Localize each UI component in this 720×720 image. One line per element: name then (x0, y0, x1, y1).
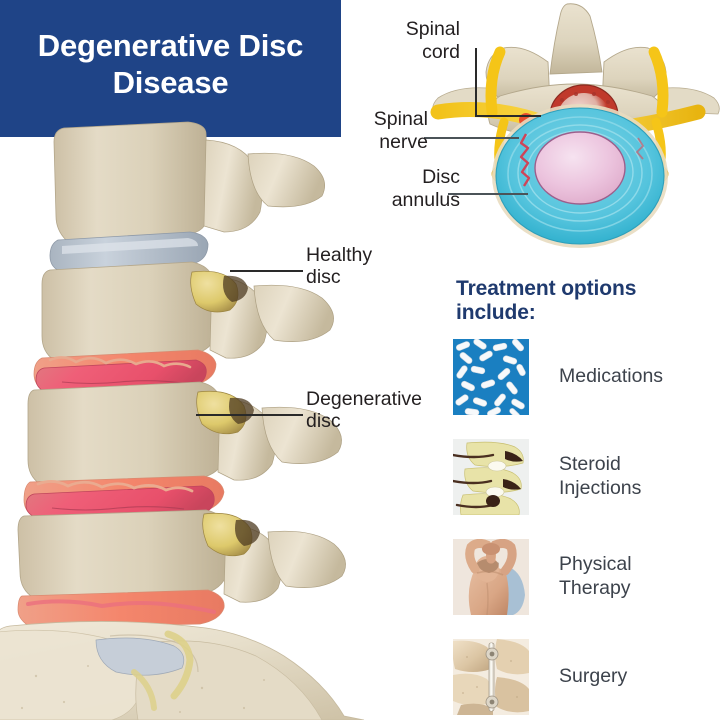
label-degenerative-disc: Degenerative disc (306, 388, 422, 433)
treatment-option-medications[interactable]: Medications (453, 327, 718, 427)
leader-line-healthy-disc (230, 270, 303, 272)
label-spinal-cord: Spinal cord (405, 18, 460, 63)
degenerative-disc-structure-3 (17, 589, 225, 629)
treatment-option-steroid-injections[interactable]: Steroid Injections (453, 427, 718, 527)
leader-line-spinal-cord-horizontal (475, 115, 541, 117)
degenerative-disc-structure-1 (33, 349, 217, 395)
vertebra-l3 (27, 381, 342, 485)
leader-line-degenerative-disc (196, 414, 303, 416)
pills-thumbnail (453, 339, 529, 415)
treatment-option-physical-therapy[interactable]: Physical Therapy (453, 527, 718, 627)
stretching-person-thumbnail (453, 539, 529, 615)
leader-line-disc-annulus (448, 193, 528, 195)
label-healthy-disc: Healthy disc (306, 244, 373, 289)
title-banner: Degenerative Disc Disease (0, 0, 341, 137)
treatment-label-medications: Medications (559, 365, 664, 388)
spine-injection-thumbnail (453, 439, 529, 515)
vertebra-l2 (41, 261, 334, 361)
treatment-options-list: Medications (453, 327, 718, 720)
page-title: Degenerative Disc Disease (37, 27, 304, 100)
disc-annulus-structure (492, 104, 668, 248)
leader-line-spinal-nerve (424, 137, 519, 139)
label-spinal-nerve: Spinal nerve (373, 108, 428, 153)
vertebra-cross-section-illustration (430, 0, 720, 250)
treatment-label-physical-therapy: Physical Therapy (559, 553, 632, 599)
vertebra-l4 (17, 509, 346, 603)
treatment-label-surgery: Surgery (559, 665, 628, 688)
label-disc-annulus: Disc annulus (391, 166, 460, 211)
vertebra-l1 (53, 121, 325, 241)
treatment-option-surgery[interactable]: Surgery (453, 627, 718, 720)
treatment-options-heading: Treatment options include: (456, 277, 637, 324)
leader-line-spinal-cord-vertical (475, 48, 477, 116)
sacrum-and-pelvis (0, 621, 365, 720)
spinal-hardware-thumbnail (453, 639, 529, 715)
spinous-process (549, 3, 603, 75)
treatment-label-steroid-injections: Steroid Injections (559, 453, 642, 499)
spine-illustration (0, 120, 392, 720)
transverse-processes (432, 46, 720, 115)
